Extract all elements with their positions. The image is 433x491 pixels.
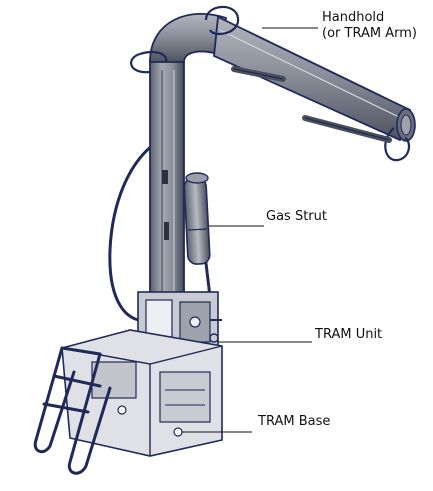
left-loop bbox=[130, 51, 168, 74]
top-loop bbox=[204, 5, 240, 36]
tram-base-label: TRAM Base bbox=[258, 414, 331, 429]
handhold-arm bbox=[213, 15, 416, 142]
handhold-label: Handhold (or TRAM Arm) bbox=[322, 10, 417, 42]
gas-strut-label: Gas Strut bbox=[266, 209, 327, 224]
grab-bar-upper bbox=[231, 66, 286, 82]
elbow-bend bbox=[149, 13, 227, 63]
grab-bar-lower bbox=[302, 115, 392, 143]
tram-unit-label: TRAM Unit bbox=[315, 327, 383, 342]
mast bbox=[149, 59, 185, 311]
tram-base bbox=[61, 329, 223, 457]
handhold-label-line1: Handhold bbox=[322, 10, 385, 25]
base-frame bbox=[33, 346, 112, 475]
hose bbox=[108, 138, 161, 323]
handhold-label-line2: (or TRAM Arm) bbox=[322, 26, 417, 41]
